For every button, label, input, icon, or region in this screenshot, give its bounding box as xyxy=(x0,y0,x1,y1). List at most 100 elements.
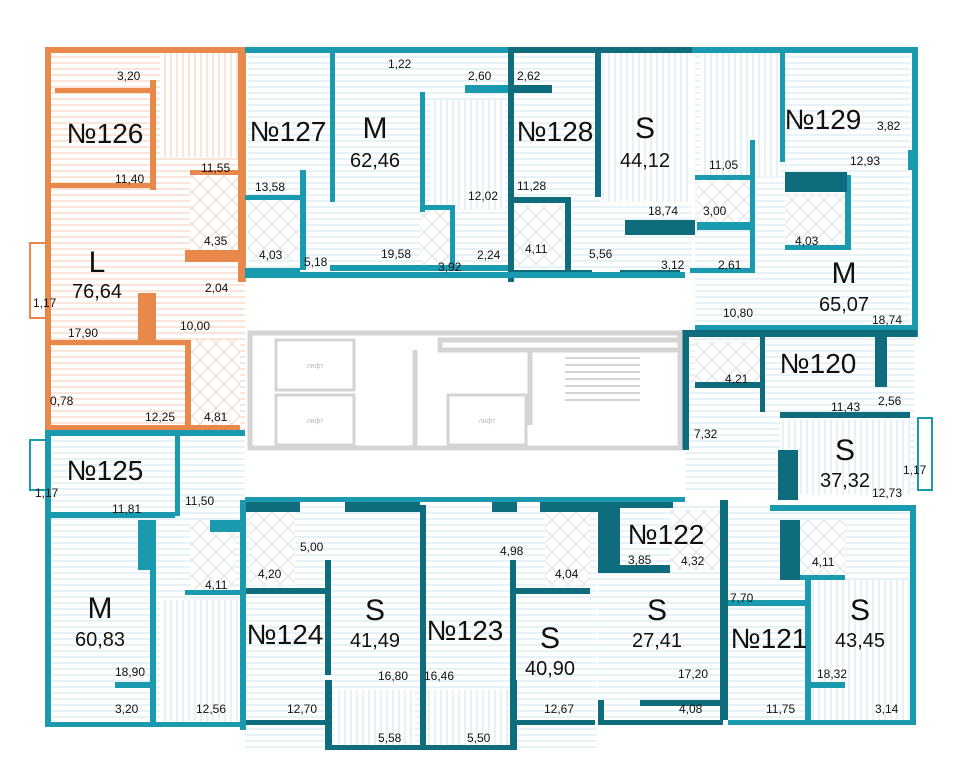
room-area: 1,17 xyxy=(35,486,59,500)
room-area: 11,28 xyxy=(517,179,546,193)
apartment-126-class: L xyxy=(89,246,106,279)
lift-label-2: лифт xyxy=(307,418,325,425)
room-area: 4,11 xyxy=(205,578,228,592)
apartment-127-area: 62,46 xyxy=(350,150,400,172)
room-area: 4,03 xyxy=(259,248,283,262)
room-area: 11,81 xyxy=(112,502,141,516)
room-area: 3,00 xyxy=(703,204,727,218)
room-labels-124: 5,00 4,20 16,80 12,70 5,58 xyxy=(258,540,408,745)
apartment-125-number: №125 xyxy=(67,455,144,486)
room-area: 12,73 xyxy=(872,486,902,500)
room-area: 16,80 xyxy=(378,669,408,683)
apartment-123-number: №123 xyxy=(427,615,504,646)
room-area: 18,90 xyxy=(115,665,145,679)
corridor-walls xyxy=(245,272,685,502)
room-area: 3,14 xyxy=(875,702,899,716)
room-area: 13,58 xyxy=(255,180,285,194)
apartment-126-area: 76,64 xyxy=(72,281,122,303)
room-labels-120: 4,21 11,43 2,56 7,32 1,17 12,73 xyxy=(694,372,927,500)
room-area: 5,56 xyxy=(589,247,613,261)
room-area: 12,25 xyxy=(145,410,175,424)
room-labels-122: 3,85 4,32 17,20 4,08 xyxy=(628,553,708,716)
apartment-124-class: S xyxy=(365,594,385,627)
room-area: 3,85 xyxy=(628,553,652,567)
apartment-128-area: 44,12 xyxy=(620,150,670,172)
room-area: 4,98 xyxy=(500,544,524,558)
balcony-left-2 xyxy=(29,439,47,491)
apartment-127-number: №127 xyxy=(250,116,327,147)
room-area: 11,05 xyxy=(709,158,738,172)
room-area: 4,04 xyxy=(555,567,579,581)
room-area: 2,24 xyxy=(477,248,501,262)
room-area: 4,20 xyxy=(258,567,282,581)
room-area: 4,03 xyxy=(795,234,819,248)
apartment-123[interactable] xyxy=(420,500,600,750)
room-area: 11,50 xyxy=(185,494,214,508)
apartment-125-class: M xyxy=(88,592,113,625)
room-area: 17,20 xyxy=(678,667,708,681)
room-area: 12,70 xyxy=(287,702,317,716)
apartment-126[interactable] xyxy=(45,47,246,432)
room-area: 4,35 xyxy=(204,234,228,248)
apartment-120[interactable] xyxy=(682,330,917,500)
room-labels-129: 3,82 11,05 12,93 3,00 4,03 2,61 10,80 18… xyxy=(703,119,902,327)
room-labels-126: 3,20 11,40 11,55 4,35 2,04 1,17 17,90 10… xyxy=(33,69,230,424)
room-area: 11,55 xyxy=(201,161,230,175)
room-labels-121: 4,11 7,70 18,32 11,75 3,14 xyxy=(730,555,899,716)
apartment-129[interactable] xyxy=(690,47,918,337)
room-area: 11,43 xyxy=(831,400,860,414)
room-labels-127: 1,22 2,60 13,58 4,03 5,18 19,58 12,02 3,… xyxy=(255,57,501,274)
room-area: 12,67 xyxy=(544,702,574,716)
elevator-core xyxy=(247,330,683,451)
room-area: 3,82 xyxy=(877,119,901,133)
apartment-122[interactable] xyxy=(598,500,728,725)
stairwell xyxy=(565,357,640,401)
apartment-126-number: №126 xyxy=(67,118,144,149)
room-labels-123: 4,98 4,04 16,46 12,67 5,50 xyxy=(424,544,579,745)
apartment-127[interactable] xyxy=(245,47,510,277)
room-area: 3,20 xyxy=(115,702,139,716)
room-area: 5,50 xyxy=(467,731,491,745)
apartment-123-area: 40,90 xyxy=(525,658,575,680)
apartment-128-class: S xyxy=(635,112,655,145)
room-area: 11,40 xyxy=(115,172,144,186)
room-area: 19,58 xyxy=(381,247,411,261)
room-area: 2,04 xyxy=(205,281,229,295)
room-area: 4,11 xyxy=(812,555,835,569)
room-area: 7,70 xyxy=(730,591,754,605)
room-area: 3,92 xyxy=(438,260,462,274)
apartment-122-area: 27,41 xyxy=(632,630,682,652)
apartment-121-class: S xyxy=(850,594,870,627)
room-area: 10,80 xyxy=(723,306,753,320)
room-area: 5,00 xyxy=(300,540,324,554)
room-area: 18,74 xyxy=(648,204,678,218)
apartment-122-number: №122 xyxy=(628,519,705,550)
lift-label-3: лифт xyxy=(479,418,497,425)
room-area: 10,00 xyxy=(180,319,210,333)
room-area: 11,75 xyxy=(766,702,795,716)
apartment-121-area: 43,45 xyxy=(835,630,885,652)
apartment-120-area: 37,32 xyxy=(820,470,870,492)
apartment-121-number: №121 xyxy=(731,623,808,654)
room-area: 2,61 xyxy=(718,258,742,272)
room-area: 4,32 xyxy=(681,554,705,568)
room-area: 7,32 xyxy=(694,427,718,441)
room-area: 4,11 xyxy=(525,242,548,256)
apartment-125[interactable] xyxy=(45,430,245,727)
apartment-124[interactable] xyxy=(240,500,420,750)
room-area: 4,08 xyxy=(679,702,703,716)
apartment-121[interactable] xyxy=(728,505,916,725)
apartment-125-area: 60,83 xyxy=(75,629,125,651)
room-area: 12,93 xyxy=(850,154,880,168)
apartment-129-area: 65,07 xyxy=(819,294,869,316)
apartment-122-class: S xyxy=(647,594,667,627)
room-area: 0,78 xyxy=(50,394,74,408)
apartment-120-number: №120 xyxy=(780,348,857,379)
room-area: 16,46 xyxy=(424,669,454,683)
room-labels-125: 1,17 11,81 11,50 4,11 18,90 3,20 12,56 xyxy=(35,486,228,716)
apartment-127-class: M xyxy=(363,112,388,145)
room-area: 2,56 xyxy=(878,394,902,408)
balcony-left-1 xyxy=(29,242,47,319)
room-area: 1,17 xyxy=(33,296,57,310)
